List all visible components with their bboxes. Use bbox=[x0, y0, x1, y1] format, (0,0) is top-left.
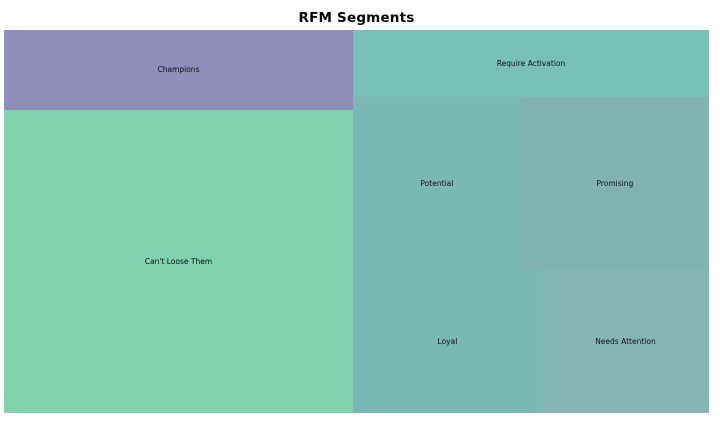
treemap-segment-label: Needs Attention bbox=[595, 336, 656, 346]
treemap-segment-label: Potential bbox=[420, 178, 454, 188]
treemap-segment-needs-attention: Needs Attention bbox=[541, 270, 709, 413]
treemap-segment-label: Loyal bbox=[437, 336, 458, 346]
treemap-segment-label: Champions bbox=[157, 65, 200, 75]
treemap-segment-can-t-loose-them: Can't Loose Them bbox=[4, 110, 353, 413]
treemap-segment-potential: Potential bbox=[352, 97, 521, 271]
chart-title: RFM Segments bbox=[298, 10, 415, 26]
treemap-segment-label: Can't Loose Them bbox=[144, 256, 213, 266]
treemap-segment-champions: Champions bbox=[4, 30, 353, 111]
treemap-segment-require-activation: Require Activation bbox=[352, 30, 709, 98]
treemap-segment-label: Require Activation bbox=[496, 58, 566, 68]
treemap-segment-promising: Promising bbox=[520, 97, 709, 271]
treemap-segment-loyal: Loyal bbox=[352, 270, 542, 413]
treemap-segment-label: Promising bbox=[596, 178, 634, 188]
